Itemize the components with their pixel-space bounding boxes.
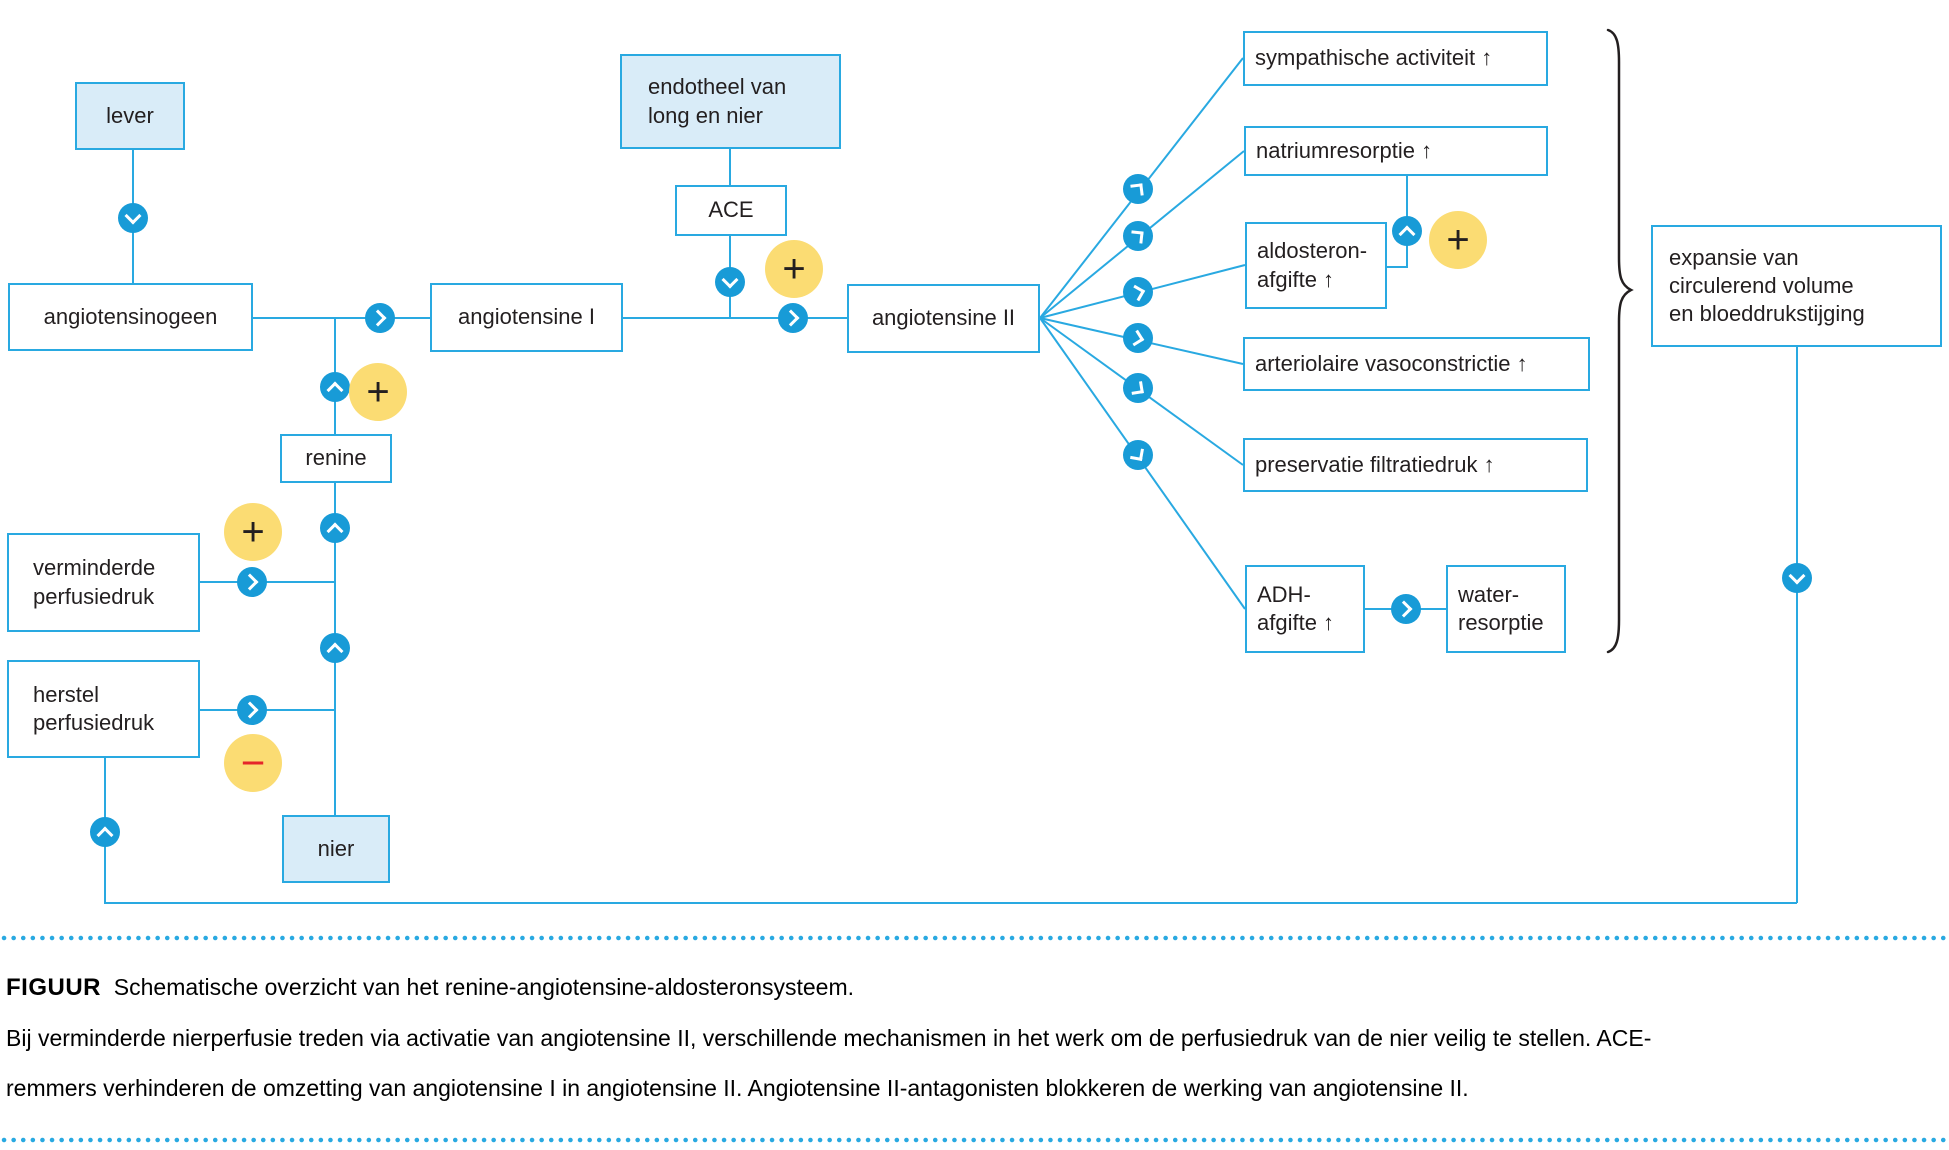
plus-sign: + [1446,217,1470,262]
connector-aldosteron-natrium [1387,176,1408,268]
node-expansie-line1: expansie van [1669,244,1799,270]
arrow-down-icon [1782,563,1812,593]
caption-title: Schematische overzicht van het renine-an… [113,974,855,1000]
node-water-line1: water- [1458,581,1520,607]
node-endotheel-line2: long en nier [648,102,763,128]
node-water-line2: resorptie [1458,610,1544,635]
plus-sign: + [782,246,806,291]
arrow-right-icon [237,567,267,597]
arrow-up-icon [320,513,350,543]
arrow-right-icon [365,303,395,333]
node-endotheel: endotheel van long en nier [620,54,841,149]
node-natriumresorptie: natriumresorptie ↑ [1244,126,1548,176]
node-angiotensinogeen: angiotensinogeen [8,283,253,351]
minus-badge: − [224,734,282,792]
node-ace-label: ACE [708,197,754,223]
node-lever: lever [75,82,185,150]
plus-badge: + [349,363,407,421]
minus-sign: − [240,739,266,786]
node-angiotensinogeen-label: angiotensinogeen [43,303,218,329]
node-herstel-line2: perfusiedruk [33,710,155,735]
node-adh-line2: afgifte ↑ [1257,610,1335,635]
node-angiotensine-2-label: angiotensine II [871,305,1016,331]
node-sympathisch-label: sympathische activiteit ↑ [1255,45,1493,71]
plus-sign: + [241,509,265,554]
plus-badge: + [1429,211,1487,269]
curly-brace [1606,28,1634,654]
node-adh-afgifte: ADH- afgifte ↑ [1245,565,1365,653]
arrow-down-right-icon [1123,440,1153,470]
arrow-right-icon [1123,323,1153,353]
plus-badge: + [765,240,823,298]
arrow-up-right-icon [1123,221,1153,251]
node-natrium-label: natriumresorptie ↑ [1256,137,1433,163]
caption-title-line: FIGUUR Schematische overzicht van het re… [6,962,1946,1013]
node-verminderde-perfusiedruk: verminderde perfusiedruk [7,533,200,632]
node-angiotensine-1: angiotensine I [430,283,623,352]
arrow-right-icon [1123,277,1153,307]
caption-body-line-2: remmers verhinderen de omzetting van ang… [6,1075,1469,1101]
node-arteriolair-label: arteriolaire vasoconstrictie ↑ [1255,350,1528,376]
node-nier: nier [282,815,390,883]
node-expansie-line2: circulerend volume [1669,272,1854,298]
node-aldosteron-line2: afgifte ↑ [1257,266,1335,292]
node-aldosteron-afgifte: aldosteron- afgifte ↑ [1245,222,1387,309]
arrow-right-icon [778,303,808,333]
arrow-down-icon [715,267,745,297]
arrow-up-icon [1392,216,1422,246]
node-verminderde-line2: perfusiedruk [33,583,155,609]
node-herstel-line1: herstel [33,681,100,707]
node-expansie-volume: expansie van circulerend volume en bloed… [1651,225,1942,347]
connector-feedback-bottom [104,758,1797,904]
node-renine-label: renine [305,445,367,471]
arrow-right-icon [237,695,267,725]
caption-label: FIGUUR [6,974,101,1001]
node-nier-label: nier [317,835,355,861]
node-preservatie-label: preservatie filtratiedruk ↑ [1255,451,1495,477]
node-ace: ACE [675,185,787,236]
node-renine: renine [280,434,392,483]
node-aldosteron-line1: aldosteron- [1257,238,1368,264]
plus-sign: + [366,369,390,414]
node-water-resorptie: water- resorptie [1446,565,1566,653]
arrow-down-right-icon [1123,373,1153,403]
arrow-up-icon [90,817,120,847]
node-angiotensine-1-label: angiotensine I [458,304,595,330]
arrow-up-icon [320,633,350,663]
arrow-down-icon [118,203,148,233]
node-endotheel-line1: endotheel van [648,74,787,100]
plus-badge: + [224,503,282,561]
node-herstel-perfusiedruk: herstel perfusiedruk [7,660,200,758]
node-sympathische-activiteit: sympathische activiteit ↑ [1243,31,1548,86]
arrow-right-icon [1391,594,1421,624]
arrow-up-right-icon [1123,174,1153,204]
node-arteriolaire-vasoconstrictie: arteriolaire vasoconstrictie ↑ [1243,337,1590,391]
node-lever-label: lever [106,102,154,128]
node-adh-line1: ADH- [1257,581,1311,607]
caption-body-line-1: Bij verminderde nierperfusie treden via … [6,1025,1652,1051]
node-expansie-line3: en bloeddrukstijging [1669,301,1865,327]
node-preservatie-filtratiedruk: preservatie filtratiedruk ↑ [1243,438,1588,492]
arrow-up-icon [320,372,350,402]
node-verminderde-line1: verminderde [33,555,156,581]
node-angiotensine-2: angiotensine II [847,284,1040,353]
figure-caption: FIGUUR Schematische overzicht van het re… [6,962,1946,1113]
